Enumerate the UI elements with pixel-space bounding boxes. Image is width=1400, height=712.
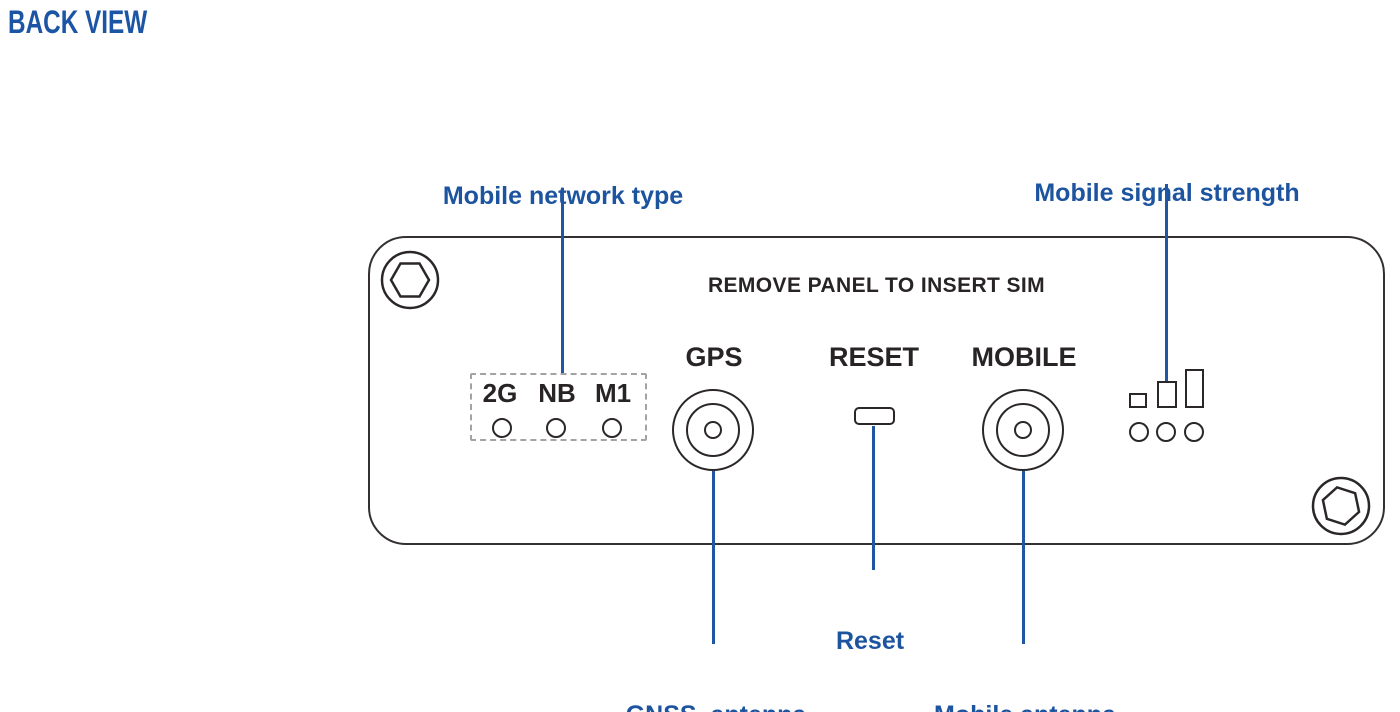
page-title: BACK VIEW — [8, 4, 148, 40]
leader-line-mobile-connector — [1022, 471, 1025, 644]
signal-bar-medium-icon — [1157, 381, 1177, 408]
annotation-line: Mobile antenna — [875, 701, 1175, 712]
annotation-line: Mobile signal strength — [1034, 179, 1300, 207]
annotation-line: Mobile network type — [442, 182, 684, 210]
leader-line-reset-button — [872, 426, 875, 570]
mobile-antenna-connector-icon — [982, 389, 1064, 471]
led-nb-icon — [546, 418, 566, 438]
gps-label: GPS — [685, 342, 743, 372]
signal-bar-small-icon — [1129, 393, 1147, 408]
led-label-m1: M1 — [594, 378, 632, 408]
coax-ring — [686, 403, 740, 457]
leader-line-network-leds — [561, 188, 564, 373]
annotation-line: GNSS antenna — [566, 701, 866, 712]
hex-screw-icon — [380, 250, 440, 310]
led-2g-icon — [492, 418, 512, 438]
reset-label: RESET — [828, 342, 920, 372]
led-m1-icon — [602, 418, 622, 438]
annotation-gnss-connector: GNSS antenna connector — [566, 645, 866, 712]
coax-ring — [996, 403, 1050, 457]
leader-line-signal-leds — [1165, 184, 1168, 381]
coax-pin — [704, 421, 722, 439]
coax-pin — [1014, 421, 1032, 439]
gnss-antenna-connector-icon — [672, 389, 754, 471]
signal-led-icon — [1129, 422, 1149, 442]
hex-screw-icon — [1311, 476, 1371, 536]
signal-led-icon — [1156, 422, 1176, 442]
annotation-mobile-connector: Mobile antenna connector — [875, 645, 1175, 712]
reset-button-icon — [854, 407, 895, 425]
led-label-2g: 2G — [482, 378, 518, 408]
mobile-label: MOBILE — [971, 342, 1077, 372]
annotation-line: Reset — [835, 627, 905, 655]
led-label-nb: NB — [538, 378, 576, 408]
leader-line-gnss-connector — [712, 471, 715, 644]
signal-bar-large-icon — [1185, 369, 1204, 408]
sim-notice-text: REMOVE PANEL TO INSERT SIM — [707, 274, 1046, 297]
signal-led-icon — [1184, 422, 1204, 442]
